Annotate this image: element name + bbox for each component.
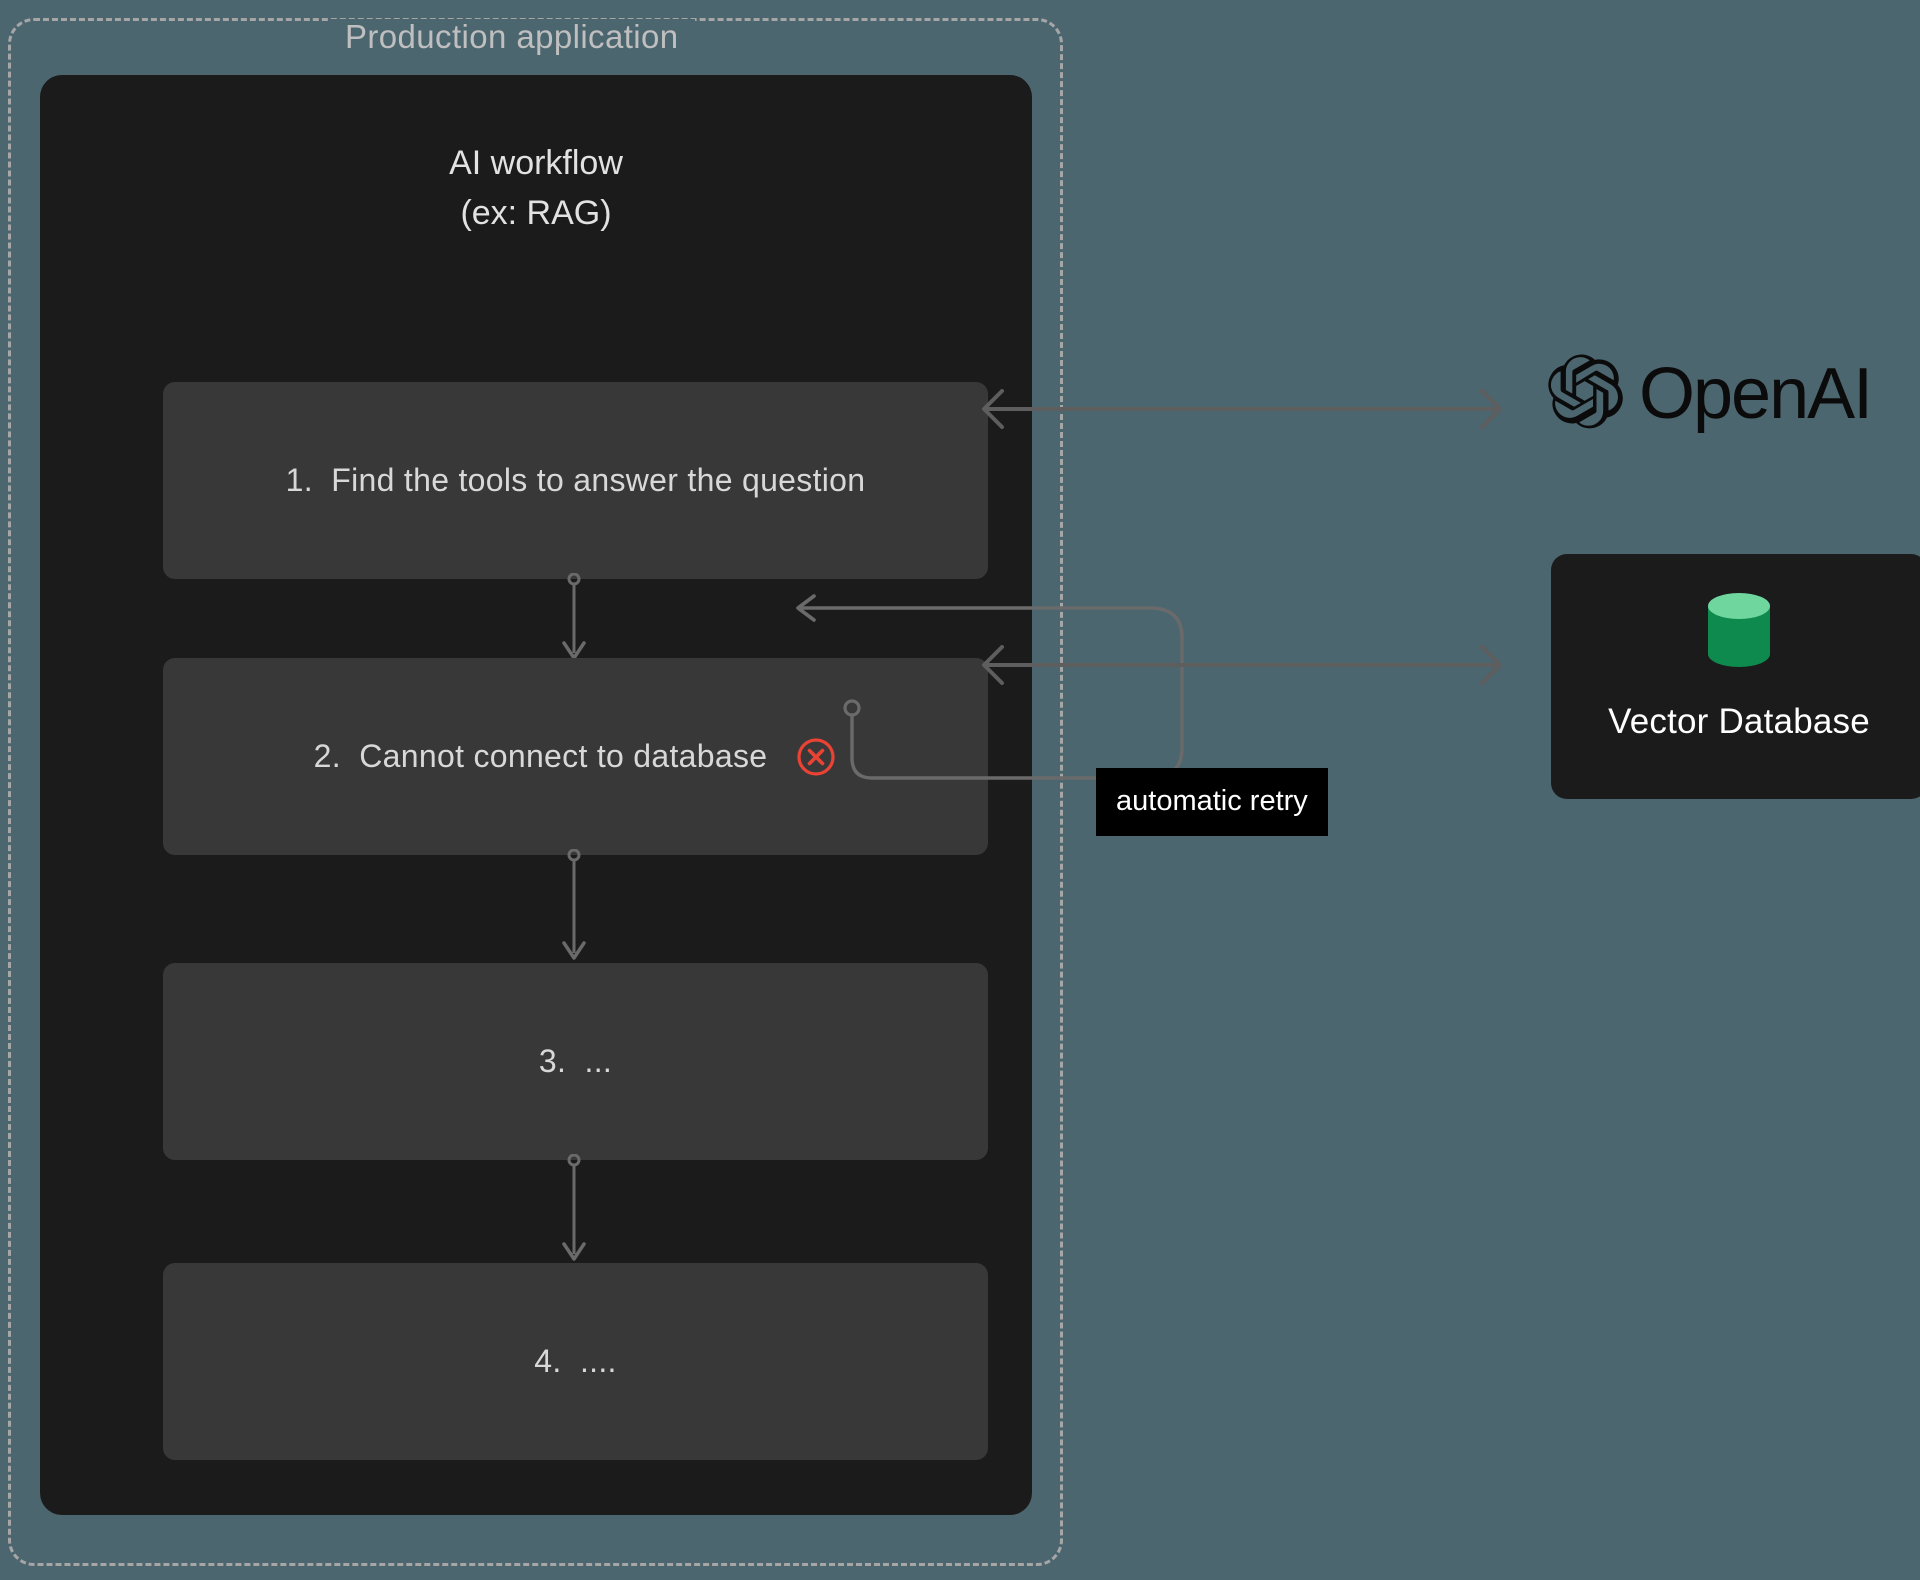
workflow-step-4[interactable]: 4. .... xyxy=(163,1263,988,1460)
workflow-step-3-label: 3. ... xyxy=(538,1043,613,1079)
production-application-container: Production application xyxy=(8,18,1063,1566)
openai-service: OpenAI xyxy=(1545,353,1920,436)
production-application-label: Production application xyxy=(329,19,695,55)
workflow-step-1[interactable]: 1. Find the tools to answer the question xyxy=(163,382,988,579)
ai-workflow-title: AI workflow (ex: RAG) xyxy=(449,144,623,232)
openai-wordmark: OpenAI xyxy=(1639,354,1873,434)
arrow-step1-openai xyxy=(968,389,1516,429)
openai-blossom-icon xyxy=(1545,353,1623,436)
error-circle-x-icon xyxy=(795,736,837,778)
vector-database-label: Vector Database xyxy=(1608,702,1870,741)
workflow-step-1-label: 1. Find the tools to answer the question xyxy=(285,462,866,498)
automatic-retry-label: automatic retry xyxy=(1096,768,1328,836)
connector-step3-step4 xyxy=(560,1153,588,1270)
workflow-step-2[interactable]: 2. Cannot connect to database xyxy=(163,658,988,855)
database-cylinder-icon xyxy=(1702,592,1776,673)
ai-workflow-panel: AI workflow (ex: RAG) 1. Find the tools … xyxy=(40,75,1032,1515)
workflow-step-3[interactable]: 3. ... xyxy=(163,963,988,1160)
arrow-step2-vectordb xyxy=(968,645,1516,685)
workflow-step-2-label: 2. Cannot connect to database xyxy=(313,738,768,774)
connector-step2-step3 xyxy=(560,848,588,969)
vector-database-card: Vector Database xyxy=(1551,554,1920,799)
workflow-step-4-label: 4. .... xyxy=(534,1343,617,1379)
connector-step1-step2 xyxy=(560,572,588,665)
